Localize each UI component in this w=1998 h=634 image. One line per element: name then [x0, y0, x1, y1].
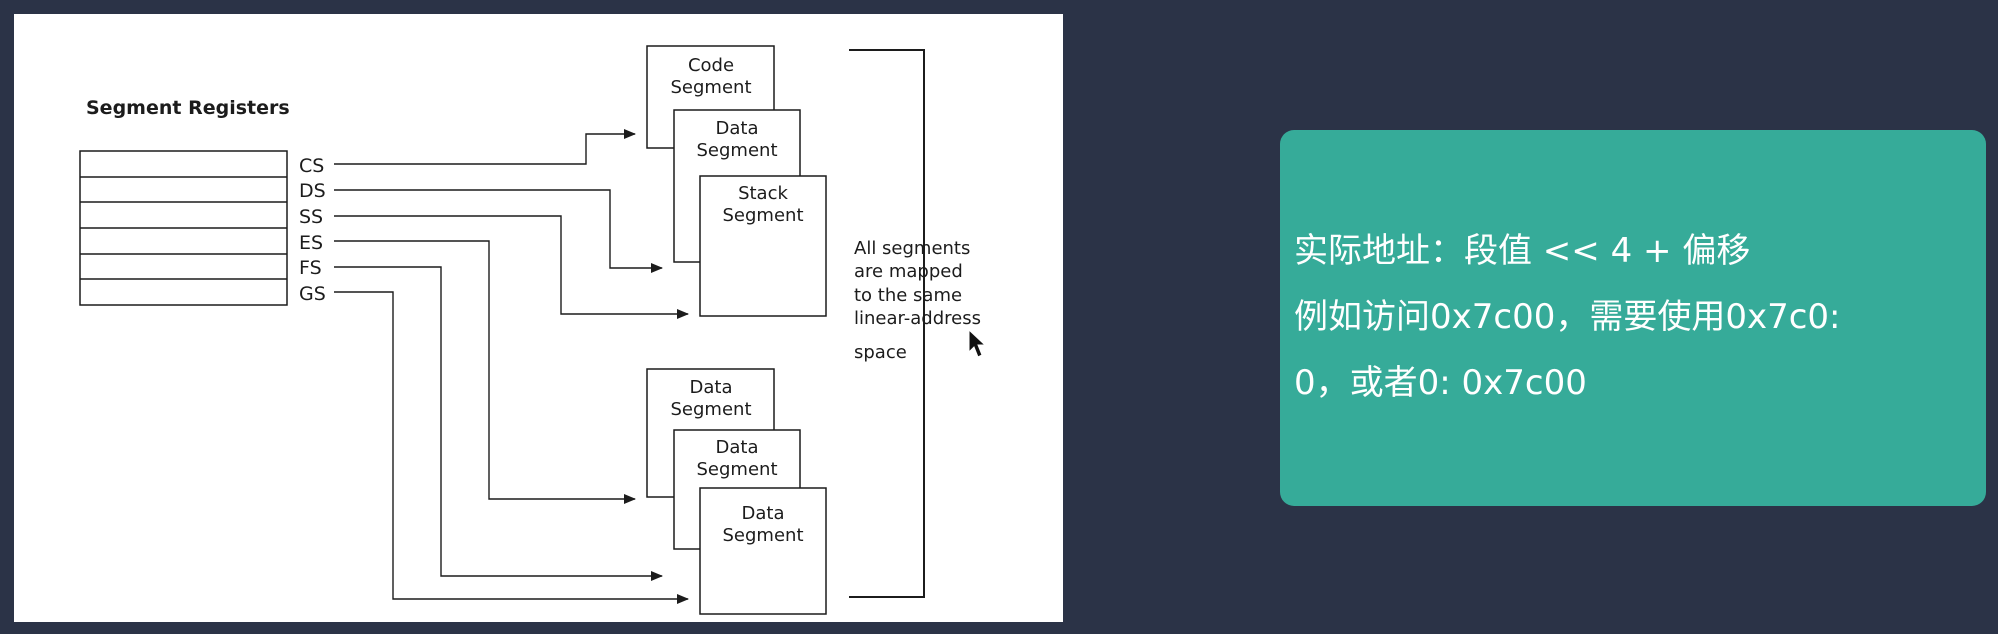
gs-arrow [334, 291, 689, 604]
register-label-gs: GS [299, 283, 326, 305]
mapping-note-line: All segments [854, 238, 970, 259]
cs-arrow [334, 129, 636, 165]
register-table [79, 150, 288, 306]
connector-arrows [334, 129, 689, 604]
data-segment-label-2: Segment [723, 525, 804, 546]
top-segment-stack: Code Segment Data Segment Stack Segment [646, 45, 827, 317]
bottom-segment-stack: Data Segment Data Segment Data Segment [646, 368, 827, 615]
ss-arrow [334, 215, 689, 319]
data-segment-label-2: Segment [697, 140, 778, 161]
mapping-note-line: to the same [854, 285, 962, 306]
note-line-alternative: 0，或者0: 0x7c00 [1294, 363, 1587, 403]
note-line-formula: 实际地址：段值 << 4 + 偏移 [1294, 231, 1751, 271]
fs-arrow [334, 266, 663, 581]
register-label-fs: FS [299, 257, 322, 279]
code-segment-label-2: Segment [671, 77, 752, 98]
ds-arrow [334, 189, 663, 273]
stack-segment-label-2: Segment [723, 205, 804, 226]
code-segment-label-1: Code [688, 55, 734, 76]
stack-segment-box [699, 175, 827, 317]
register-label-ds: DS [299, 180, 326, 202]
data-segment-label-2: Segment [697, 459, 778, 480]
register-label-cs: CS [299, 155, 324, 177]
mouse-cursor-icon [968, 328, 987, 358]
register-label-ss: SS [299, 206, 323, 228]
note-line-example: 例如访问0x7c00，需要使用0x7c0: [1294, 297, 1841, 337]
es-arrow [334, 240, 636, 504]
data-segment-box [699, 487, 827, 615]
mapping-note-line: space [854, 342, 907, 363]
data-segment-label-1: Data [690, 377, 733, 398]
mapping-note-line: linear-address [854, 308, 981, 329]
data-segment-label-1: Data [716, 118, 759, 139]
data-segment-label-1: Data [742, 503, 785, 524]
data-segment-label-1: Data [716, 437, 759, 458]
data-segment-label-2: Segment [671, 399, 752, 420]
stack-segment-label-1: Stack [738, 183, 788, 204]
address-note-card: 实际地址：段值 << 4 + 偏移 例如访问0x7c00，需要使用0x7c0: … [1280, 130, 1986, 506]
mapping-note: All segments are mapped to the same line… [854, 238, 981, 363]
mapping-note-line: are mapped [854, 261, 963, 282]
diagram-title: Segment Registers [86, 97, 290, 119]
linear-address-bracket [849, 49, 925, 598]
segment-diagram-svg: Segment Registers CS DS SS ES FS GS Code [79, 45, 987, 615]
segment-diagram: Segment Registers CS DS SS ES FS GS Code [14, 14, 1063, 622]
register-label-es: ES [299, 232, 323, 254]
